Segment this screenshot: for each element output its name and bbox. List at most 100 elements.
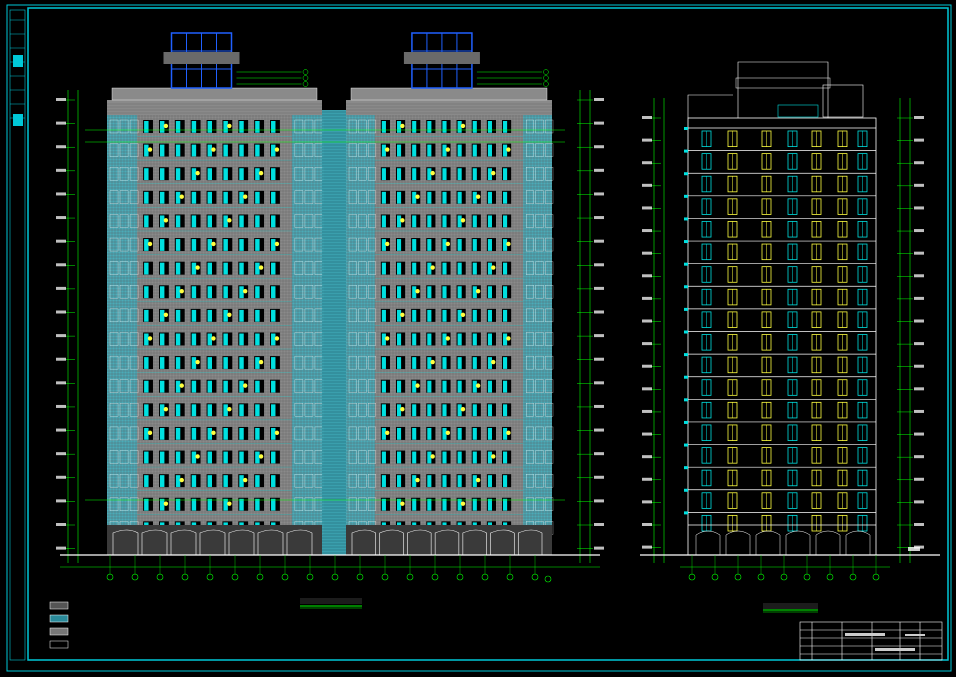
balcony-window: [348, 308, 357, 323]
level-marker-icon: [908, 547, 920, 551]
level-marker-icon: [642, 116, 652, 119]
ground-arch: [112, 529, 139, 555]
window-glass: [472, 451, 477, 464]
window-glass: [207, 380, 213, 393]
level-marker-icon: [56, 428, 66, 432]
window-ornament: [385, 147, 390, 152]
window-glass: [442, 239, 447, 251]
window-glass: [503, 380, 508, 393]
window-glass: [381, 286, 386, 299]
window-glass: [412, 168, 417, 181]
grid-axis-bubble-icon: [256, 573, 264, 581]
side-ground-arch: [785, 530, 811, 555]
tower-block: [107, 32, 324, 555]
window-ornament: [475, 383, 481, 388]
window-glass: [191, 427, 197, 440]
window-glass: [503, 286, 508, 299]
level-marker-icon: [594, 428, 604, 432]
balcony-window: [109, 379, 119, 393]
window-glass: [255, 262, 260, 275]
ground-arch: [379, 529, 404, 555]
window-glass: [175, 427, 181, 440]
window-glass: [442, 475, 447, 487]
window-glass: [457, 121, 462, 133]
balcony-window: [358, 403, 367, 417]
window-glass: [223, 427, 228, 440]
tower-base: [107, 525, 322, 555]
window-glass: [159, 239, 165, 251]
level-marker-icon: [914, 116, 924, 119]
level-marker-icon: [914, 432, 924, 436]
window-glass: [412, 191, 417, 204]
balcony-window: [119, 332, 129, 346]
window-glass: [255, 404, 260, 417]
side-slab-edge: [684, 443, 688, 447]
ground-arch: [351, 529, 377, 555]
balcony-window: [526, 261, 534, 275]
window-glass: [223, 121, 228, 133]
level-marker-icon: [594, 452, 604, 456]
balcony-window: [526, 474, 534, 488]
window-glass: [457, 168, 462, 181]
balcony-window: [545, 332, 554, 346]
window-glass: [271, 498, 276, 511]
grid-axis-bubble-icon: [302, 69, 309, 75]
level-marker-icon: [56, 381, 66, 385]
balcony-window: [304, 403, 314, 417]
window-glass: [427, 239, 432, 251]
window-ornament: [491, 170, 496, 176]
window-glass: [427, 168, 432, 181]
balcony-window: [348, 403, 357, 417]
balcony-window: [129, 285, 139, 299]
window-glass: [144, 357, 149, 369]
level-marker-icon: [642, 274, 652, 278]
balcony-window: [526, 426, 534, 441]
window-glass: [487, 144, 492, 157]
window-glass: [442, 144, 447, 157]
window-ornament: [430, 359, 435, 365]
window-glass: [457, 309, 462, 322]
window-glass: [457, 191, 462, 204]
window-glass: [396, 286, 402, 299]
balcony-window: [545, 355, 554, 370]
window-glass: [271, 121, 276, 133]
balcony-window: [109, 190, 119, 204]
window-glass: [191, 333, 197, 346]
balcony-window: [294, 474, 304, 488]
side-ground-arch: [845, 530, 871, 555]
balcony-window: [368, 497, 376, 511]
window-glass: [457, 262, 462, 275]
window-glass: [207, 286, 213, 299]
ground-arch: [199, 529, 226, 555]
balcony-window: [304, 497, 314, 511]
balcony-window: [119, 285, 129, 299]
balcony-window: [526, 167, 534, 181]
level-marker-icon: [914, 161, 924, 165]
window-glass: [175, 451, 181, 464]
window-glass: [472, 404, 477, 417]
window-ornament: [147, 241, 153, 247]
balcony-window: [109, 355, 119, 370]
window-ornament: [179, 477, 184, 483]
window-glass: [191, 475, 197, 487]
window-ornament: [460, 312, 466, 317]
window-ornament: [195, 170, 200, 176]
window-glass: [239, 262, 244, 275]
window-glass: [381, 121, 386, 133]
level-marker-icon: [594, 98, 604, 101]
window-glass: [427, 191, 432, 204]
window-glass: [175, 191, 181, 204]
window-glass: [412, 121, 417, 133]
window-glass: [159, 286, 165, 299]
balcony-window: [348, 167, 357, 181]
window-glass: [381, 427, 386, 440]
level-marker-icon: [594, 239, 604, 243]
window-glass: [503, 498, 508, 511]
balcony-window: [368, 143, 376, 157]
side-stair-room: [822, 84, 864, 118]
balcony-window: [129, 167, 139, 181]
window-ornament: [460, 501, 466, 506]
window-glass: [503, 404, 508, 417]
balcony-window: [304, 214, 314, 228]
grid-axis-bubble-icon: [757, 573, 765, 581]
